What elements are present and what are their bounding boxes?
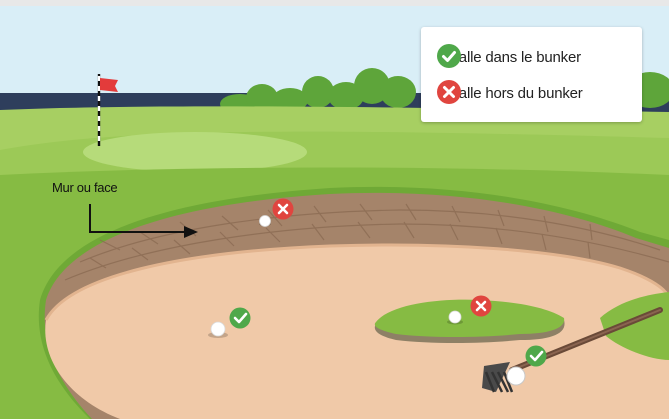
legend: Balle dans le bunker Balle hors du bunke… (421, 27, 642, 122)
right-grass-edge (600, 292, 669, 360)
golf-ball-rake (506, 366, 526, 386)
wall-label: Mur ou face (52, 180, 118, 195)
golf-ball-island (447, 310, 463, 325)
golf-ball-wall (259, 215, 271, 227)
check-circle-icon (525, 345, 547, 367)
legend-label: Balle dans le bunker (449, 48, 581, 66)
x-circle-icon (437, 80, 461, 104)
check-circle-icon (437, 44, 461, 68)
x-circle-icon (272, 198, 294, 220)
callout-arrow (89, 204, 198, 238)
flag-pin (97, 74, 118, 146)
bunker-sand (45, 244, 669, 419)
check-circle-icon (229, 307, 251, 329)
top-bar (0, 0, 669, 6)
x-circle-icon (470, 295, 492, 317)
legend-item-out-of-bunker: Balle hors du bunker (437, 80, 583, 106)
legend-item-in-bunker: Balle dans le bunker (437, 44, 581, 70)
legend-label: Balle hors du bunker (449, 84, 583, 102)
golf-ball-sand (208, 321, 228, 338)
trees (220, 68, 669, 114)
putting-green (83, 132, 307, 172)
